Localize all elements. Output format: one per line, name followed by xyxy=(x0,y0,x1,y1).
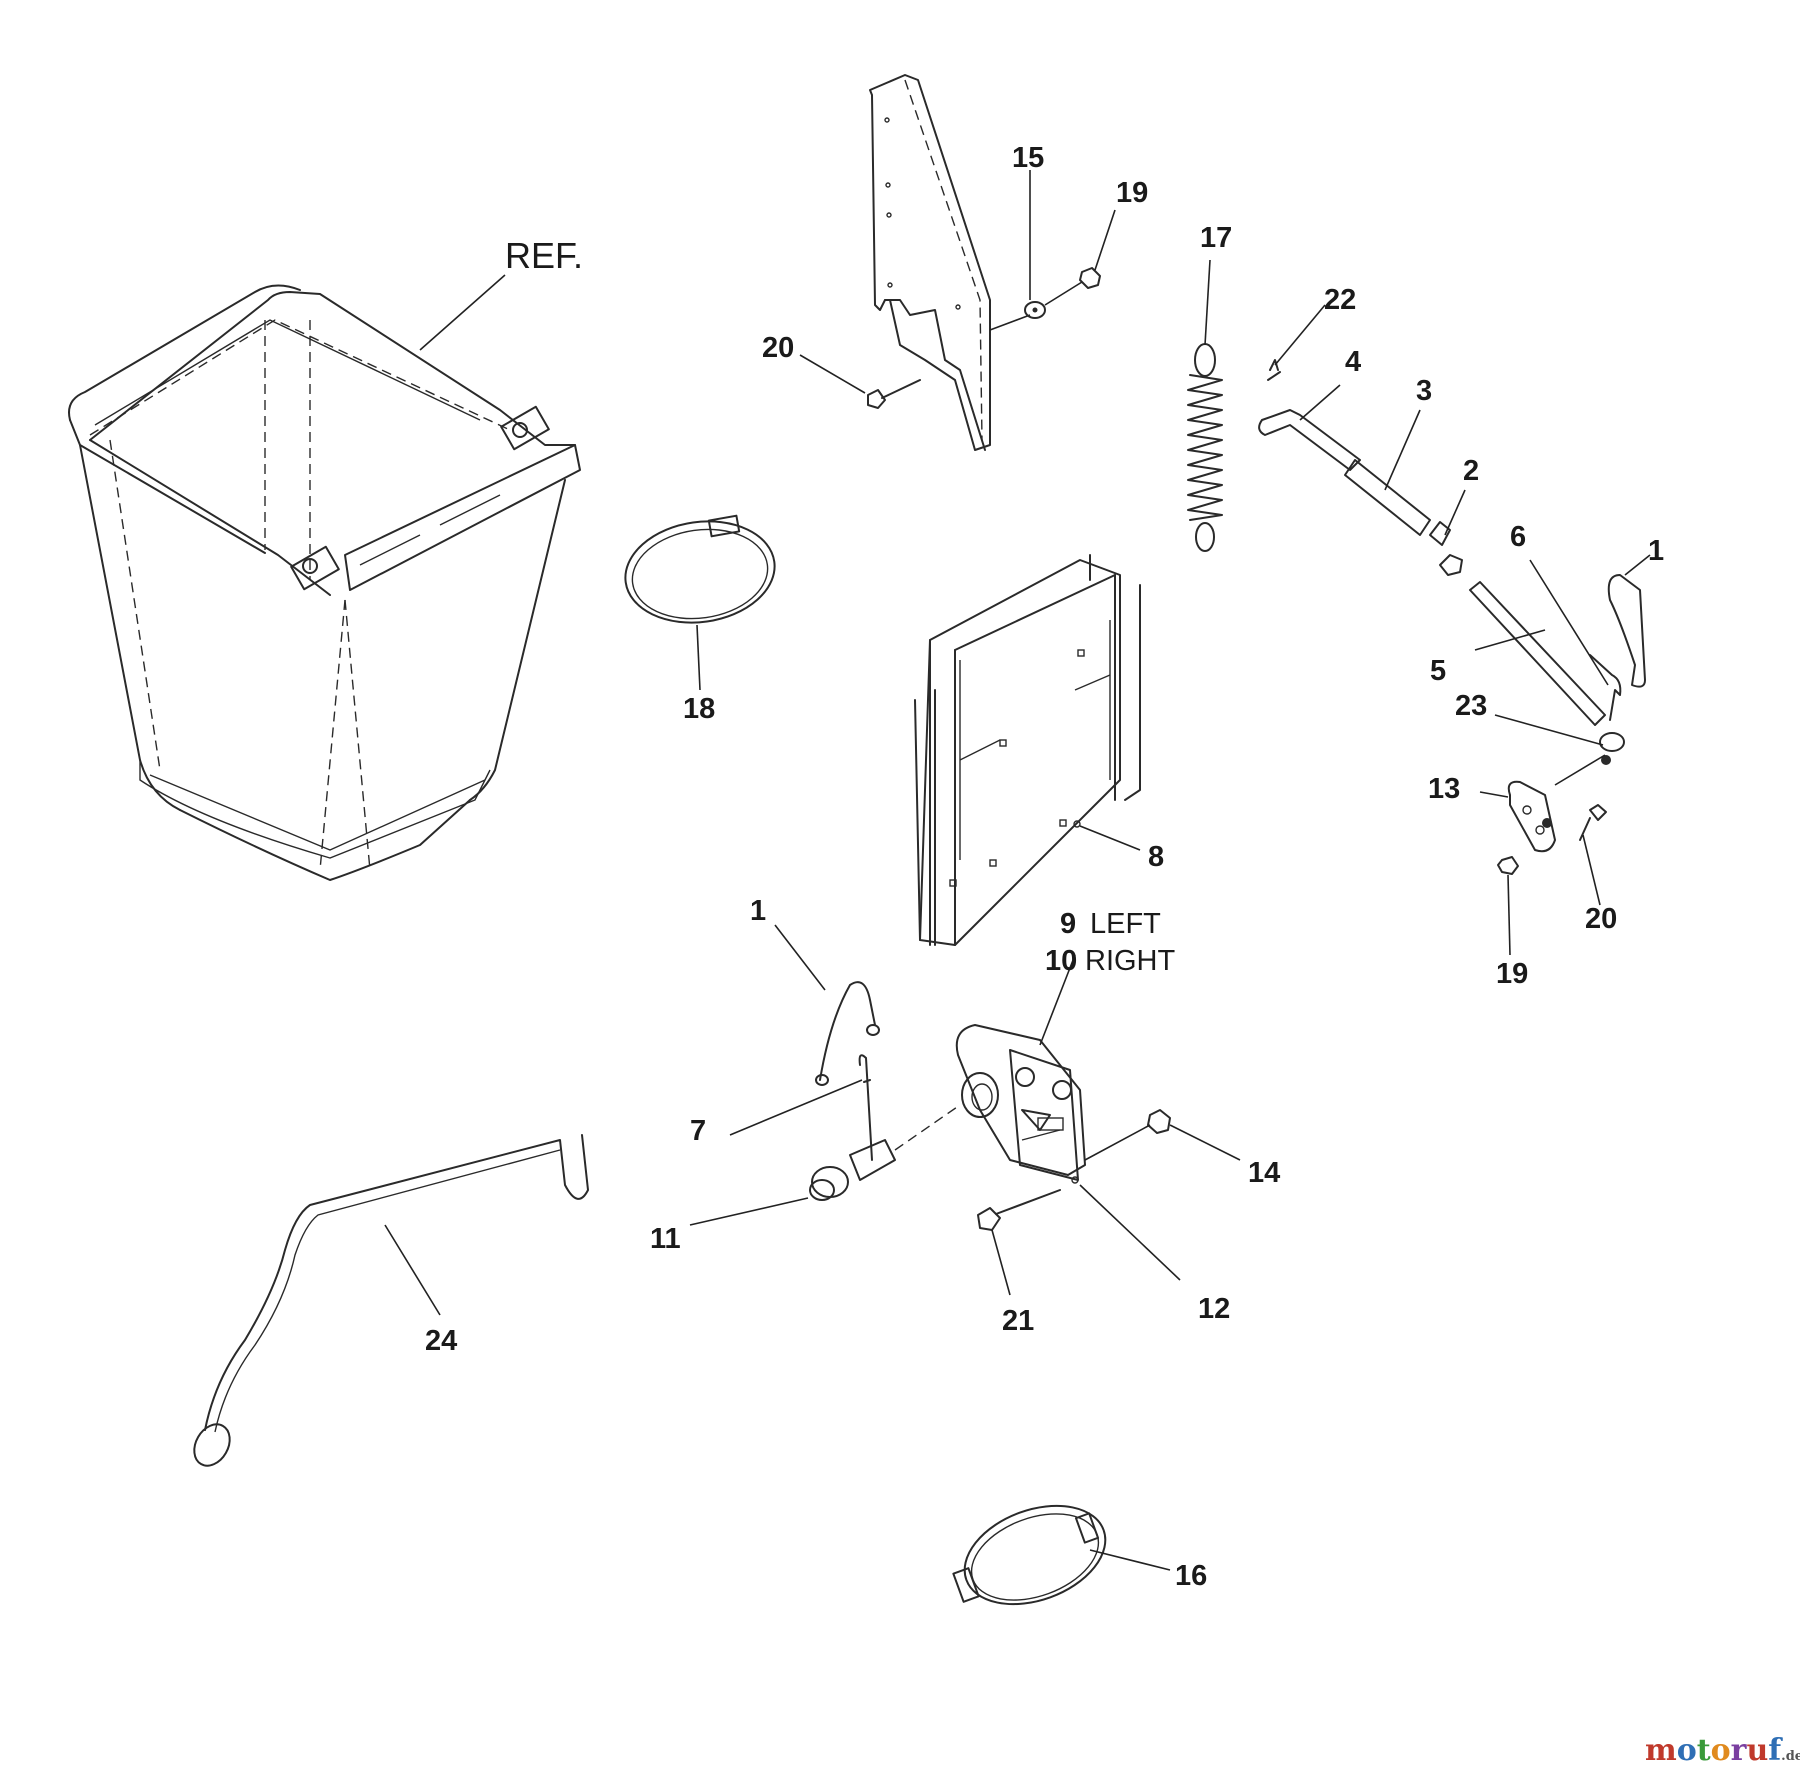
watermark-char: r xyxy=(1731,1733,1748,1768)
label-12: 12 xyxy=(1071,1176,1230,1325)
lift-rod-assembly: 22 4 3 2 5 xyxy=(1258,284,1606,726)
watermark-char: u xyxy=(1746,1733,1768,1768)
spring-17: 17 xyxy=(1187,222,1232,552)
lynch-pin-1-top: 1 xyxy=(1607,535,1664,688)
bolt-20-top: 20 xyxy=(762,332,921,409)
callout-20-top: 20 xyxy=(762,332,794,364)
callout-17: 17 xyxy=(1200,222,1232,254)
hairpin-6: 6 xyxy=(1510,521,1622,721)
callout-13: 13 xyxy=(1428,773,1460,805)
washer-15: 15 xyxy=(1012,142,1046,319)
grass-bag-frame-ref: REF. xyxy=(68,235,583,881)
hose-clamp-16: 16 xyxy=(952,1504,1207,1606)
hairpin-7: 7 xyxy=(690,1054,873,1161)
nut-19-top: 19 xyxy=(1044,177,1148,306)
nut-14: 14 xyxy=(1084,1109,1280,1189)
watermark-suffix: .de xyxy=(1781,1749,1800,1764)
watermark-logo: motoruf.de xyxy=(1645,1733,1800,1768)
callout-2: 2 xyxy=(1463,455,1479,487)
bolt-21: 21 xyxy=(977,1189,1061,1337)
watermark-letter: motoruf xyxy=(1645,1733,1783,1768)
callout-14: 14 xyxy=(1248,1157,1280,1189)
callout-9-text: LEFT xyxy=(1090,908,1161,940)
callout-1-bottom: 1 xyxy=(750,895,766,927)
hose-clamp-18: 18 xyxy=(624,514,776,725)
watermark-char: o xyxy=(1677,1733,1697,1768)
pin-11: 11 xyxy=(650,1104,961,1255)
callout-20-right: 20 xyxy=(1585,903,1617,935)
svg-text:motoruf.de: motoruf.de xyxy=(1645,1733,1800,1768)
cable-24: 24 xyxy=(193,1134,589,1467)
bolt-20-right: 20 xyxy=(1579,804,1617,935)
pivot-23: 23 xyxy=(1455,690,1625,786)
callout-11: 11 xyxy=(650,1223,681,1255)
lynch-pin-1-bottom: 1 xyxy=(750,895,880,1086)
nut-19-right: 19 xyxy=(1496,856,1528,990)
watermark-char: m xyxy=(1645,1733,1677,1768)
callout-19-top: 19 xyxy=(1116,177,1148,209)
callout-4: 4 xyxy=(1345,346,1361,378)
callout-12: 12 xyxy=(1198,1293,1230,1325)
callout-7: 7 xyxy=(690,1115,706,1147)
ref-label: REF. xyxy=(505,235,583,276)
callout-3: 3 xyxy=(1416,375,1432,407)
callout-18: 18 xyxy=(683,693,715,725)
callout-24: 24 xyxy=(425,1325,457,1357)
callout-1-top: 1 xyxy=(1648,535,1664,567)
callout-6: 6 xyxy=(1510,521,1526,553)
callout-16: 16 xyxy=(1175,1560,1207,1592)
mount-plate-8: 8 xyxy=(914,554,1164,946)
callout-19-right: 19 xyxy=(1496,958,1528,990)
hitch-9-10: 9 LEFT 10 RIGHT xyxy=(955,908,1176,1181)
callout-21: 21 xyxy=(1002,1305,1034,1337)
watermark-char: t xyxy=(1697,1733,1711,1768)
callout-23: 23 xyxy=(1455,690,1487,722)
callout-10-text: RIGHT xyxy=(1085,945,1176,977)
callout-15: 15 xyxy=(1012,142,1044,174)
callout-9: 9 xyxy=(1060,908,1076,940)
plate-13: 13 xyxy=(1428,773,1556,853)
watermark-char: o xyxy=(1711,1733,1731,1768)
callout-22: 22 xyxy=(1324,284,1356,316)
watermark-char: f xyxy=(1768,1733,1783,1768)
callout-8: 8 xyxy=(1148,841,1164,873)
callout-5: 5 xyxy=(1430,655,1446,687)
callout-10: 10 xyxy=(1045,945,1077,977)
mounting-bracket xyxy=(869,74,1031,451)
